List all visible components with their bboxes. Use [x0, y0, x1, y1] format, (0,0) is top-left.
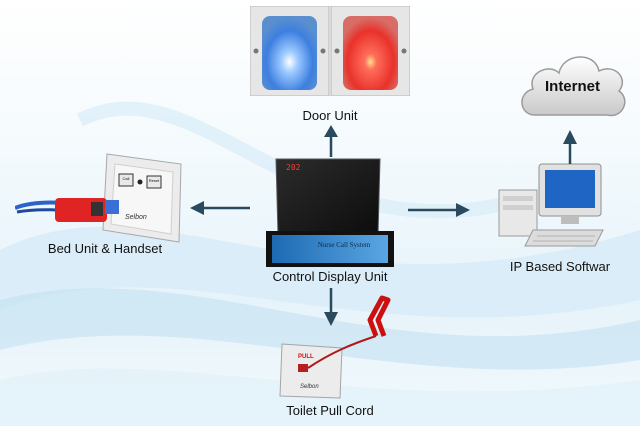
display-number: 202	[286, 163, 301, 172]
internet-cloud: Internet	[515, 45, 630, 127]
bed-unit-label: Bed Unit & Handset	[47, 241, 163, 256]
panel-name-text: Nurse Call System	[317, 241, 371, 249]
toilet-pull-cord-image: PULL Selbon	[272, 292, 410, 402]
door-unit-image	[249, 5, 411, 97]
door-unit-label: Door Unit	[302, 108, 358, 123]
internet-label: Internet	[544, 78, 600, 95]
arrow-to-ip-software	[408, 203, 470, 217]
arrow-to-toilet-pull-cord	[324, 288, 338, 326]
arrow-to-bed-unit	[190, 201, 250, 215]
pull-cord-brand: Selbon	[300, 384, 319, 390]
bed-unit-image: Call Reset Selbon	[14, 150, 185, 245]
control-display-unit-image: 202 Nurse Call System	[258, 155, 408, 267]
bed-unit-brand: Selbon	[125, 214, 147, 221]
ip-software-label: IP Based Softwar	[509, 259, 611, 274]
control-display-unit-label: Control Display Unit	[272, 269, 388, 284]
arrow-to-door-unit	[324, 125, 338, 157]
toilet-pull-cord-label: Toilet Pull Cord	[286, 403, 374, 418]
arrow-to-internet	[563, 130, 577, 164]
ip-software-computer-image	[495, 160, 605, 252]
pull-text: PULL	[298, 354, 314, 360]
bed-right-button-text: Reset	[148, 178, 160, 183]
bed-left-button-text: Call	[122, 176, 130, 181]
